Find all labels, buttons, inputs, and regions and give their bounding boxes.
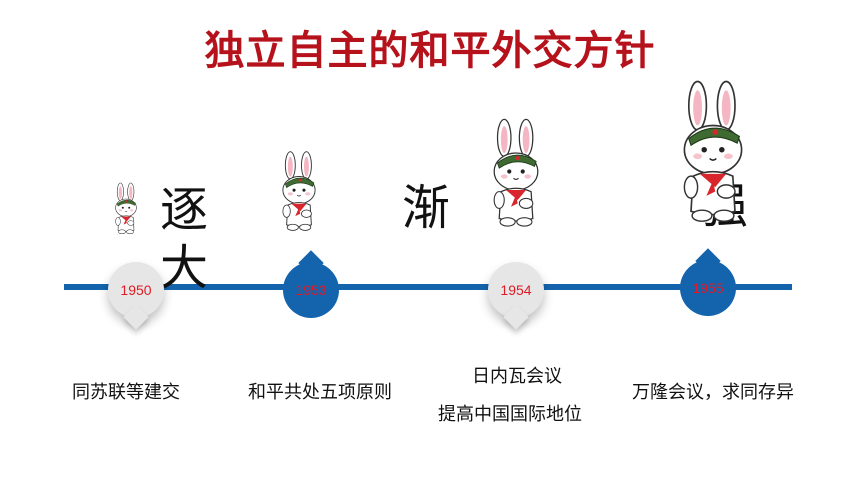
year-pin-1955: 1955 — [680, 260, 736, 316]
caption-1950: 同苏联等建交 — [72, 382, 180, 403]
year-label: 1954 — [500, 282, 532, 298]
year-label: 1950 — [120, 282, 152, 298]
year-label: 1953 — [295, 282, 327, 298]
char-jian: 渐 — [402, 180, 451, 236]
page-title: 独立自主的和平外交方针 — [204, 28, 656, 74]
rabbit-mascot-large — [493, 118, 539, 227]
caption-1955: 万隆会议，求同存异 — [632, 382, 794, 403]
year-label: 1955 — [692, 280, 724, 296]
rabbit-mascot-medium — [282, 151, 316, 231]
year-pin-1950: 1950 — [108, 262, 164, 318]
timeline-bar — [64, 284, 792, 290]
year-pin-1954: 1954 — [488, 262, 544, 318]
char-zhu: 逐 — [160, 182, 209, 238]
rabbit-mascot-xlarge — [683, 80, 743, 223]
rabbit-mascot-small — [115, 182, 137, 235]
caption-1953: 和平共处五项原则 — [248, 382, 392, 403]
caption-1954-line1: 日内瓦会议 — [472, 366, 562, 387]
caption-1954-line2: 提高中国国际地位 — [438, 404, 582, 425]
char-da: 大 — [160, 240, 209, 296]
year-pin-1953: 1953 — [283, 262, 339, 318]
